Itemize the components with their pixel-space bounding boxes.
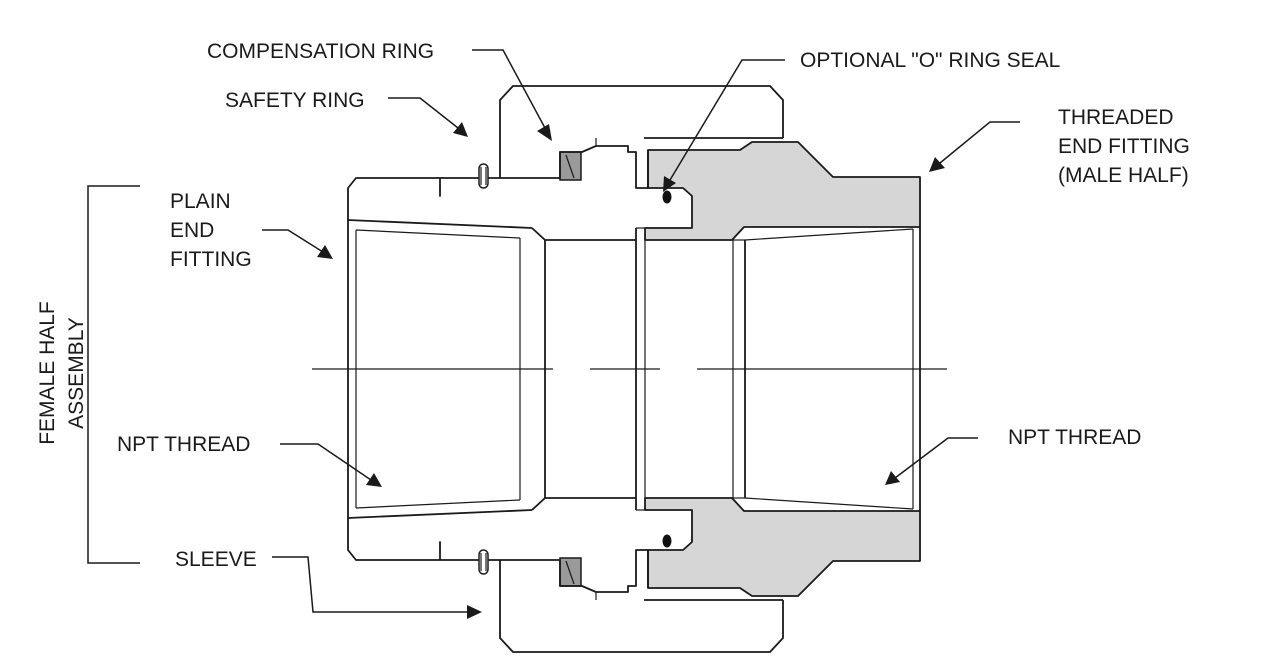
label-sleeve: SLEEVE [175,548,257,571]
label-threaded-end-fitting: THREADED END FITTING (MALE HALF) [1058,106,1190,187]
threaded-end-fitting [644,141,921,597]
leader-npt-thread-right [885,437,978,485]
plain-end-fitting [347,138,649,600]
leader-o-ring-seal [663,59,785,192]
leader-safety-ring [388,97,468,137]
label-compensation-ring: COMPENSATION RING [207,40,435,63]
compensation-ring [559,151,582,587]
label-npt-thread-left: NPT THREAD [117,433,251,456]
label-plain-end-fitting: PLAIN END FITTING [170,190,252,271]
leader-plain-end-fitting [262,229,333,259]
safety-ring [478,163,489,575]
leader-threaded-end-fitting [929,121,1020,172]
leader-npt-thread-left [280,443,382,487]
label-npt-thread-right: NPT THREAD [1008,426,1142,449]
label-female-half-assembly: FEMALE HALF ASSEMBLY [36,301,88,445]
female-half-bracket [87,185,140,564]
label-optional-o-ring-seal: OPTIONAL "O" RING SEAL [800,49,1061,72]
o-ring-seal-top [662,190,672,204]
sleeve [499,85,784,653]
o-ring-seal-bottom [662,534,672,548]
leader-compensation-ring [472,49,552,141]
leader-sleeve [272,556,482,619]
label-safety-ring: SAFETY RING [225,89,365,112]
